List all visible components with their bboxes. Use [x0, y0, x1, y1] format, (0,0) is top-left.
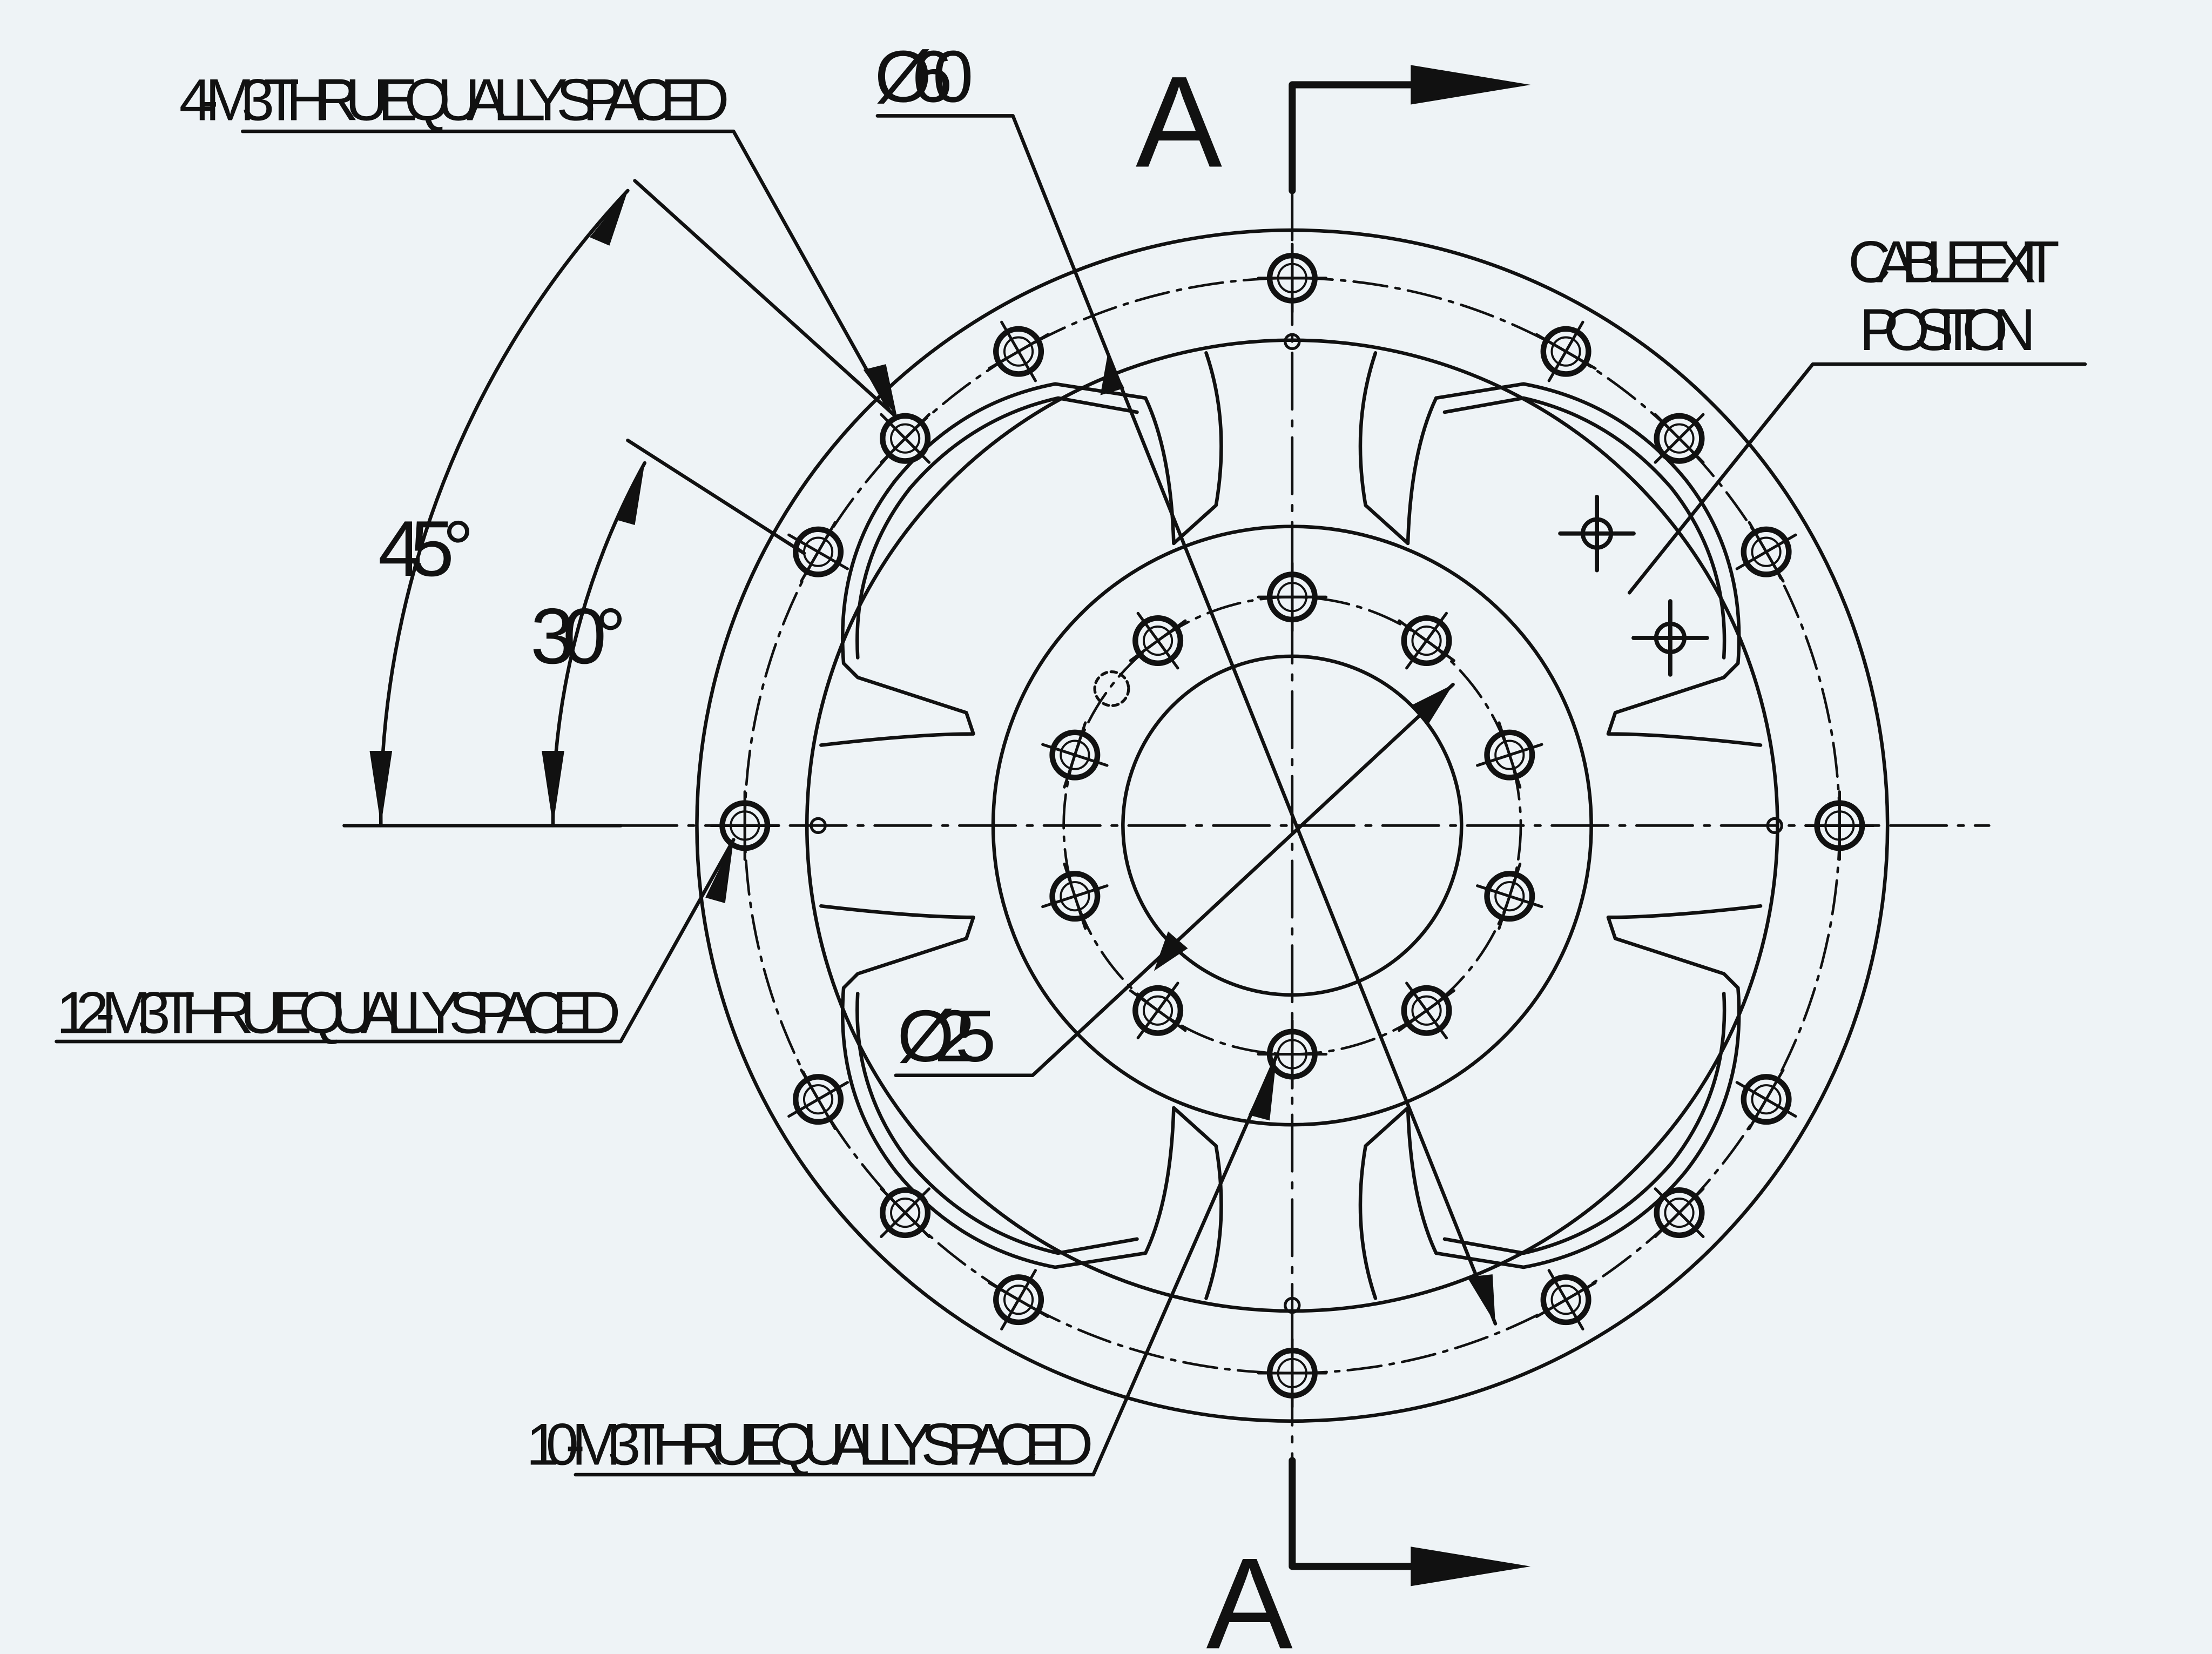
- spoke-window: [1143, 351, 1223, 546]
- section-cut-top: [1289, 81, 1421, 194]
- section-arrow-top: [1411, 65, 1531, 105]
- inner-hole: [1476, 721, 1543, 789]
- pin-mark: [1284, 333, 1301, 351]
- spoke-window: [855, 991, 1139, 1255]
- section-label-bottom: A: [1206, 1530, 1292, 1654]
- angle-45-arc: [379, 189, 630, 828]
- holes-top-label: 4-M3 THRU EQUALLY SPACED: [179, 67, 730, 133]
- outer-hole: [988, 1269, 1049, 1331]
- angle-30-label: 30°: [530, 592, 626, 680]
- section-arrow-bottom: [1411, 1547, 1531, 1586]
- holes-ring-leader: [55, 838, 736, 1044]
- inner-hole: [1476, 862, 1543, 930]
- spoke-window: [819, 904, 1148, 1269]
- holes-inner-label: 10-M3 THRU EQUALLY SPACED: [526, 1412, 1093, 1478]
- dia-60-label: Ø60: [875, 35, 974, 117]
- arrowhead: [863, 364, 898, 418]
- outer-hole: [1735, 521, 1797, 583]
- inner-hole: [1129, 981, 1187, 1040]
- arrowhead: [589, 190, 628, 246]
- dashed-hole: [1093, 670, 1130, 707]
- section-label-top: A: [1136, 49, 1222, 194]
- arrowhead: [1411, 684, 1453, 725]
- holes-ring-label: 12-M3 THRU EQUALLY SPACED: [56, 980, 621, 1046]
- spoke-window: [855, 396, 1139, 660]
- outer-hole: [787, 521, 849, 583]
- inner-hole: [1041, 862, 1109, 930]
- outer-hole: [1735, 1068, 1797, 1131]
- outer-hole: [787, 1068, 849, 1131]
- outer-hole: [880, 413, 931, 464]
- arrowhead: [542, 750, 564, 826]
- spoke-window: [1442, 991, 1727, 1255]
- holes-inner-leader: [574, 1053, 1279, 1477]
- outer-hole: [1535, 320, 1597, 382]
- dia-60-leader: [875, 114, 1498, 1326]
- outer-hole: [1654, 1187, 1705, 1239]
- arrowhead: [369, 750, 393, 826]
- spoke-window: [1358, 1106, 1438, 1300]
- cable-exit-leader: [1627, 362, 2087, 595]
- section-cut-bottom: [1289, 1457, 1421, 1570]
- spoke-window: [1143, 1106, 1223, 1300]
- inner-hole: [1398, 981, 1455, 1040]
- arrowhead: [1467, 1274, 1495, 1324]
- inner-hole: [1041, 721, 1109, 789]
- angle-45-label: 45°: [378, 505, 474, 593]
- spoke-window: [1434, 382, 1763, 747]
- arrowhead: [1100, 355, 1124, 395]
- spoke-window: [1434, 904, 1763, 1269]
- arrowhead: [1154, 931, 1188, 971]
- holes-top-leader: [241, 129, 891, 412]
- arrowhead: [615, 463, 645, 525]
- outer-hole: [880, 1187, 931, 1239]
- cable-exit-label-2: POSITION: [1859, 297, 2036, 363]
- dia-25-leader: [894, 682, 1455, 1078]
- inner-hole: [1129, 611, 1187, 670]
- outer-hole: [1535, 1269, 1597, 1331]
- dia-25-label: Ø25: [897, 995, 996, 1077]
- outer-hole: [1654, 413, 1705, 464]
- arrowhead: [705, 839, 734, 904]
- spoke-window: [1442, 396, 1727, 660]
- arrowhead: [1248, 1055, 1277, 1121]
- spoke-window: [819, 382, 1148, 747]
- outer-hole: [988, 320, 1049, 382]
- inner-hole: [1398, 611, 1455, 670]
- cable-exit-label-1: CABLE EXIT: [1848, 230, 2060, 295]
- spoke-window: [1358, 351, 1438, 546]
